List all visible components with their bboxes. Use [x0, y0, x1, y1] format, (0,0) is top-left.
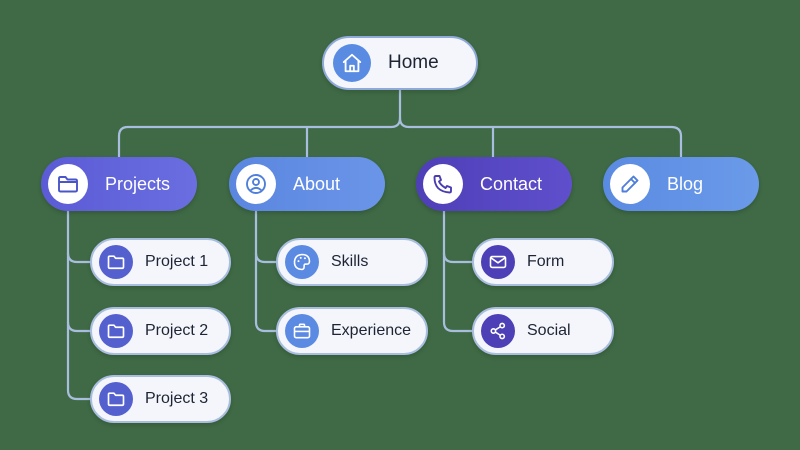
connector-form: [442, 251, 474, 264]
folder-icon: [99, 382, 133, 416]
form-label: Form: [527, 253, 565, 270]
mail-icon: [481, 245, 515, 279]
contact-node[interactable]: Contact: [416, 157, 572, 211]
home-node[interactable]: Home: [322, 36, 478, 90]
projects-label: Projects: [105, 173, 171, 194]
experience-label: Experience: [331, 322, 412, 339]
palette-icon: [285, 245, 319, 279]
connector-skills: [254, 251, 278, 264]
briefcase-icon: [285, 314, 319, 348]
form-node[interactable]: Form: [472, 238, 614, 286]
project-2-label: Project 2: [145, 322, 209, 339]
social-node[interactable]: Social: [472, 307, 614, 355]
about-label: About: [293, 173, 341, 194]
folder-icon: [48, 164, 88, 204]
connector-contact-spine: [442, 209, 474, 333]
about-node[interactable]: About: [229, 157, 385, 211]
blog-label: Blog: [667, 173, 704, 194]
blog-node[interactable]: Blog: [603, 157, 759, 211]
connector-projects-spine: [66, 209, 92, 401]
connector-root-trunk: [117, 88, 402, 159]
share-icon: [481, 314, 515, 348]
projects-node[interactable]: Projects: [41, 157, 197, 211]
project-1-label: Project 1: [145, 253, 209, 270]
project-1-node[interactable]: Project 1: [90, 238, 231, 286]
folder-icon: [99, 314, 133, 348]
project-2-node[interactable]: Project 2: [90, 307, 231, 355]
project-3-node[interactable]: Project 3: [90, 375, 231, 423]
skills-label: Skills: [331, 253, 369, 270]
social-label: Social: [527, 322, 571, 339]
folder-icon: [99, 245, 133, 279]
user-icon: [236, 164, 276, 204]
connector-about-spine: [254, 209, 278, 333]
experience-node[interactable]: Experience: [276, 307, 428, 355]
home-icon: [333, 44, 371, 82]
home-label: Home: [388, 52, 439, 73]
connector-root-right: [398, 116, 683, 159]
connector-project-1: [66, 251, 92, 264]
pencil-icon: [610, 164, 650, 204]
project-3-label: Project 3: [145, 390, 209, 407]
phone-icon: [423, 164, 463, 204]
skills-node[interactable]: Skills: [276, 238, 428, 286]
contact-label: Contact: [480, 173, 543, 194]
connector-project-2: [66, 320, 92, 333]
